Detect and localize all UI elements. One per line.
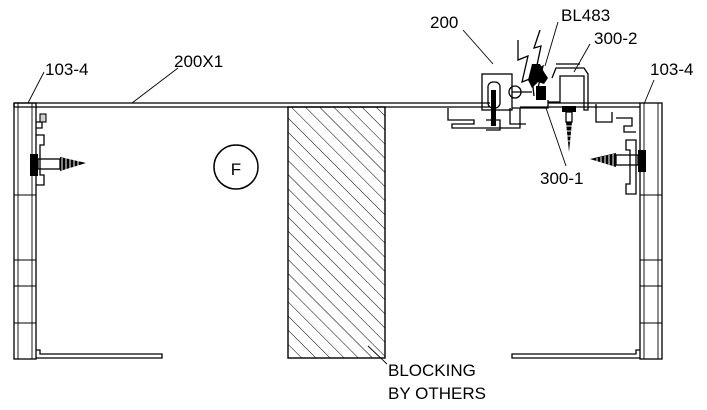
screw-300-1	[562, 106, 576, 152]
label-300-2: 300-2	[594, 29, 637, 48]
labels: 200 BL483 300-2 200X1 103-4 103-4 300-1 …	[45, 6, 693, 403]
top-cover-200x1	[13, 102, 490, 108]
label-103-4-left: 103-4	[45, 60, 88, 79]
blocking-by-others	[287, 106, 386, 359]
left-bottom-return	[36, 349, 163, 359]
right-mullion-103-4	[639, 102, 663, 360]
leader-lines	[27, 21, 655, 365]
label-300-1: 300-1	[540, 169, 583, 188]
right-frame-member	[520, 102, 640, 195]
right-screw	[590, 150, 646, 172]
label-200x1: 200X1	[174, 52, 223, 71]
label-blocking-line2: BY OTHERS	[388, 384, 486, 403]
left-mullion-103-4	[13, 102, 47, 360]
label-blocking-line1: BLOCKING	[388, 361, 476, 380]
detail-marker: F	[213, 144, 259, 190]
anchor-bl483	[517, 29, 548, 100]
anchor-assembly-200	[447, 73, 532, 131]
label-bl483: BL483	[561, 6, 610, 25]
detail-marker-letter: F	[231, 160, 241, 179]
left-screw	[30, 154, 86, 176]
label-200: 200	[430, 13, 458, 32]
right-bottom-return	[511, 349, 640, 359]
label-103-4-right: 103-4	[650, 60, 693, 79]
